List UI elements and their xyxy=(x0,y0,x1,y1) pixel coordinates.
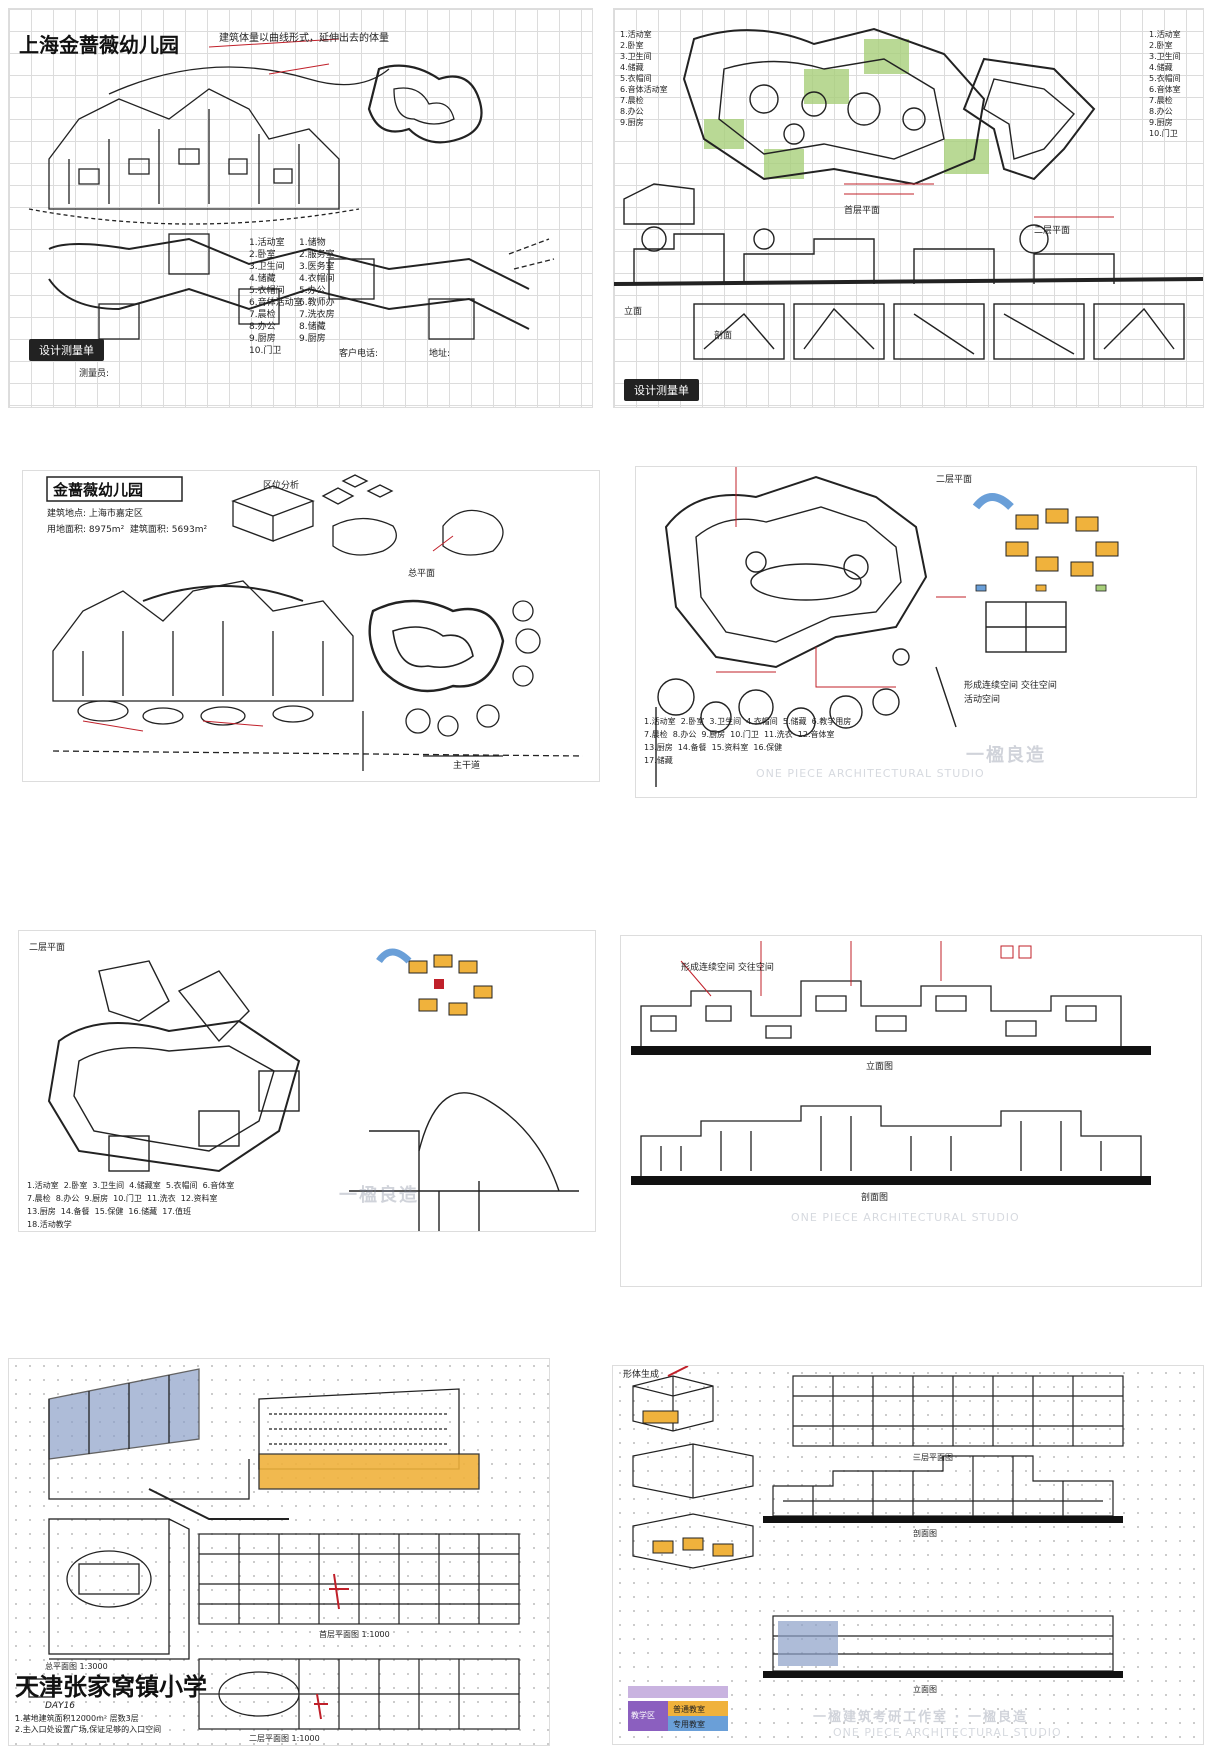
sheet4-watermark: 一楹良造 xyxy=(966,745,1046,766)
sheet3-title: 金蔷薇幼儿园 xyxy=(53,481,144,499)
sheet-kindergarten-6: 形成连续空间 交往空间 立面图 剖面图 ONE PIECE ARCHITECTU… xyxy=(620,935,1202,1287)
sheet2-section2-label: 剖面 xyxy=(714,331,733,341)
sheet4-note: 形成连续空间 交往空间 xyxy=(964,681,1057,691)
sheet3-site-label: 总平面 xyxy=(408,569,436,579)
sheet1-footer-right: 地址: xyxy=(429,349,451,359)
sheet1-footer-mid: 客户电话: xyxy=(339,349,379,359)
sketch-school-diagrams xyxy=(628,1366,1124,1731)
sheet2-plan1-label: 首层平面 xyxy=(844,206,881,216)
sheet2-legend-2: 1.活动室 2.卧室 3.卫生间 4.储藏 5.衣帽间 6.音体室 7.晨检 8… xyxy=(1149,30,1181,138)
sheet5-watermark: 一楹良造 xyxy=(339,1185,419,1206)
sheet7-label1: 首层平面图 1:1000 xyxy=(319,1630,390,1639)
sheet8-legend2: 普通教室 xyxy=(673,1705,705,1714)
sketch-plan-diagram xyxy=(655,467,1119,787)
sheet-kindergarten-2: 1.活动室 2.卧室 3.卫生间 4.储藏 5.衣帽间 6.音体活动室 7.晨检… xyxy=(613,8,1204,408)
sheet1-red-note: 建筑体量以曲线形式，延伸出去的体量 xyxy=(219,33,389,44)
sheet-school-1: 天津张家窝镇小学 DAY16 1.基地建筑面积12000m² 层数3层 2.主入… xyxy=(8,1358,550,1746)
sheet8-label3: 剖面图 xyxy=(913,1529,937,1538)
sketch-plan-2 xyxy=(47,948,579,1231)
sheet1-footer-left: 测量员: xyxy=(79,369,110,379)
sheet8-label4: 立面图 xyxy=(913,1685,937,1694)
sheet8-watermark-en: ONE PIECE ARCHITECTURAL STUDIO xyxy=(833,1726,1062,1739)
sheet2-legend: 1.活动室 2.卧室 3.卫生间 4.储藏 5.衣帽间 6.音体活动室 7.晨检… xyxy=(620,30,668,127)
sheet-kindergarten-3: 金蔷薇幼儿园 建筑地点: 上海市嘉定区 用地面积: 8975m² 建筑面积: 5… xyxy=(22,470,600,782)
sheet4-note2: 活动空间 xyxy=(964,695,1001,705)
sheet3-subtitle: 建筑地点: 上海市嘉定区 xyxy=(47,509,143,519)
sheet1-title: 上海金蔷薇幼儿园 xyxy=(19,33,179,57)
sheet3-road-label: 主干道 xyxy=(453,761,481,771)
sheet1-tag: 设计测量单 xyxy=(29,339,104,361)
sheet6-watermark-en: ONE PIECE ARCHITECTURAL STUDIO xyxy=(791,1211,1020,1224)
sheet8-label1: 形体生成 xyxy=(623,1370,660,1380)
sheet1-legend: 1.活动室 2.卧室 3.卫生间 4.储藏 5.衣帽间 6.音体活动室 7.晨检… xyxy=(249,238,303,356)
sheet7-label2: 二层平面图 1:1000 xyxy=(249,1734,320,1743)
sheet8-legend1: 教学区 xyxy=(631,1711,655,1720)
sheet2-tag: 设计测量单 xyxy=(624,379,699,401)
sketch-concept xyxy=(46,474,584,771)
sheet2-section-label: 立面 xyxy=(624,307,643,317)
sheet4-legend: 1.活动室 2.卧室 3.卫生间 4.衣帽间 5.储藏 6.教学用房 7.晨检 … xyxy=(644,717,852,765)
sheet-kindergarten-5: 二层平面 1.活动室 2.卧室 3.卫生间 4.储藏室 5.衣帽间 6.音体室 … xyxy=(18,930,596,1232)
sheet-school-2: 形体生成 三层平面图 剖面图 立面图 教学区 普通教室 专用教室 一楹建筑考研工… xyxy=(612,1365,1204,1745)
sheet-kindergarten-4: 二层平面 形成连续空间 交往空间 活动空间 1.活动室 2.卧室 3.卫生间 4… xyxy=(635,466,1197,798)
sheet8-label2: 三层平面图 xyxy=(913,1453,953,1462)
sheet-kindergarten-1: 上海金蔷薇幼儿园 建筑体量以曲线形式，延伸出去的体量 1.活动室 2.卧室 3.… xyxy=(8,8,593,408)
sketch-perspective xyxy=(28,38,555,340)
sheet4-label1: 二层平面 xyxy=(936,475,973,485)
sheet1-legend-2: 1.储物 2.服务室 3.医务室 4.衣帽间 5.办公 6.教师办 7.洗衣房 … xyxy=(299,238,335,344)
sheet7-label3: 总平面图 1:3000 xyxy=(45,1662,108,1671)
sheet3-context-label: 区位分析 xyxy=(263,481,300,491)
sheet7-sub: DAY16 xyxy=(45,1701,76,1711)
sheet6-elevation-label: 立面图 xyxy=(866,1062,894,1072)
sheet3-area: 用地面积: 8975m² 建筑面积: 5693m² xyxy=(47,525,208,535)
sheet8-watermark: 一楹建筑考研工作室 · 一楹良造 xyxy=(813,1710,1028,1725)
sheet5-legend: 1.活动室 2.卧室 3.卫生间 4.储藏室 5.衣帽间 6.音体室 7.晨检 … xyxy=(27,1181,235,1229)
sheet7-title: 天津张家窝镇小学 xyxy=(15,1672,207,1701)
sheet4-watermark-en: ONE PIECE ARCHITECTURAL STUDIO xyxy=(756,767,985,780)
sketch-plans-section xyxy=(614,27,1203,360)
sketch-elevation-section xyxy=(631,941,1151,1185)
sheet8-legend3: 专用教室 xyxy=(673,1720,705,1729)
sheet6-note: 形成连续空间 交往空间 xyxy=(681,963,774,973)
sheet5-label1: 二层平面 xyxy=(29,943,66,953)
sheet7-note: 1.基地建筑面积12000m² 层数3层 2.主入口处设置广场,保证足够的入口空… xyxy=(15,1714,162,1734)
sheet6-section-label: 剖面图 xyxy=(861,1193,889,1203)
sheet2-plan2-label: 二层平面 xyxy=(1034,226,1071,236)
sketch-school-perspective xyxy=(28,1368,520,1730)
